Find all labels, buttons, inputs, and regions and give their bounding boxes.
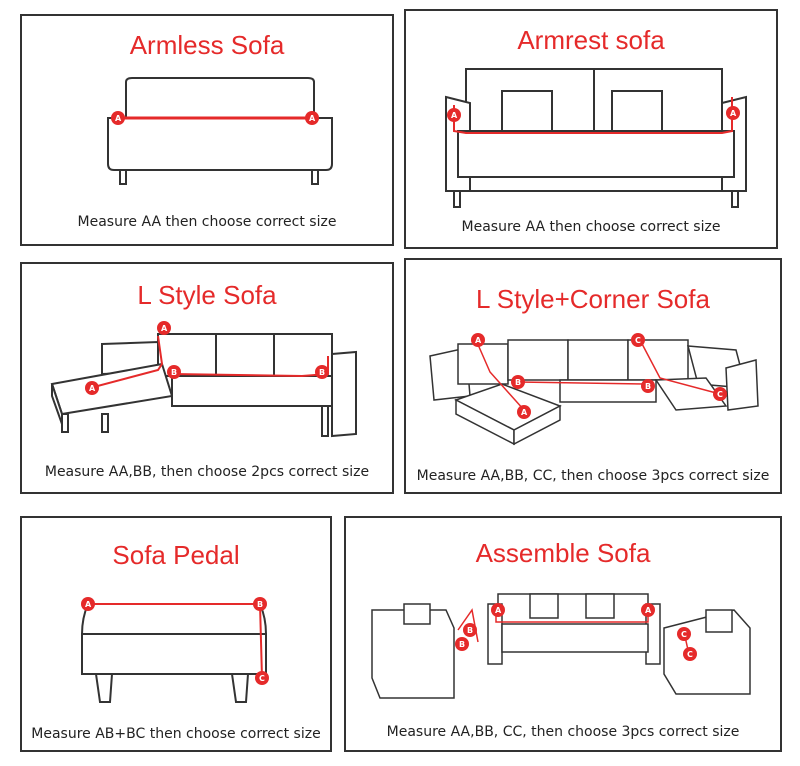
marker-a-label: A xyxy=(89,384,96,393)
marker-a-label: A xyxy=(451,111,458,120)
panel-caption: Measure AA,BB, then choose 2pcs correct … xyxy=(44,464,370,480)
panel-title: Sofa Pedal xyxy=(112,540,240,570)
panel-sofa-pedal: Sofa Pedal A B C Measure AB+BC then choo… xyxy=(20,516,332,752)
l-style-sofa-illustration: A A B B xyxy=(50,321,357,438)
panel-armless-sofa: Armless Sofa A A Measure AA then choose … xyxy=(20,14,394,246)
panel-caption: Measure AA then choose correct size xyxy=(77,214,337,230)
l-style-corner-sofa-illustration: A A B B C C xyxy=(429,333,759,446)
marker-a-label: A xyxy=(161,324,168,333)
armrest-sofa-illustration: A A xyxy=(445,68,747,208)
panel-l-style-corner-sofa: L Style+Corner Sofa A A B B C C Measure … xyxy=(404,258,782,494)
panel-title: L Style Sofa xyxy=(137,280,277,310)
marker-b-label: B xyxy=(319,368,325,377)
marker-b-label: B xyxy=(645,382,651,391)
sofa-pedal-illustration: A B C xyxy=(80,597,269,703)
marker-a-label: A xyxy=(115,114,122,123)
panel-assemble-sofa: Assemble Sofa A A B B C C Measure AA,BB,… xyxy=(344,516,782,752)
marker-a-label: A xyxy=(521,408,528,417)
marker-a-label: A xyxy=(645,606,652,615)
marker-b-label: B xyxy=(467,626,473,635)
marker-c-label: C xyxy=(635,336,641,345)
marker-a-label: A xyxy=(730,109,737,118)
panel-armrest-sofa: Armrest sofa A A Measure AA then choose … xyxy=(404,9,778,249)
panel-caption: Measure AA,BB, CC, then choose 3pcs corr… xyxy=(416,468,770,484)
marker-c-label: C xyxy=(687,650,693,659)
marker-b-label: B xyxy=(459,640,465,649)
panel-title: L Style+Corner Sofa xyxy=(476,284,710,314)
armless-sofa-illustration: A A xyxy=(107,77,333,185)
panel-title: Assemble Sofa xyxy=(475,538,651,568)
panel-l-style-sofa: L Style Sofa A A B B Measure AA,BB, then… xyxy=(20,262,394,494)
marker-b-label: B xyxy=(515,378,521,387)
marker-c-label: C xyxy=(259,674,265,683)
panel-title: Armrest sofa xyxy=(517,25,665,55)
marker-b-label: B xyxy=(171,368,177,377)
panel-caption: Measure AA,BB, CC, then choose 3pcs corr… xyxy=(386,724,740,740)
panel-caption: Measure AB+BC then choose correct size xyxy=(31,726,321,742)
marker-b-label: B xyxy=(257,600,263,609)
panel-caption: Measure AA then choose correct size xyxy=(461,219,721,235)
marker-c-label: C xyxy=(681,630,687,639)
panel-title: Armless Sofa xyxy=(129,30,285,60)
marker-a-label: A xyxy=(309,114,316,123)
marker-c-label: C xyxy=(717,390,723,399)
marker-a-label: A xyxy=(495,606,502,615)
marker-a-label: A xyxy=(475,336,482,345)
assemble-sofa-illustration: A A B B C C xyxy=(371,593,751,699)
marker-a-label: A xyxy=(85,600,92,609)
